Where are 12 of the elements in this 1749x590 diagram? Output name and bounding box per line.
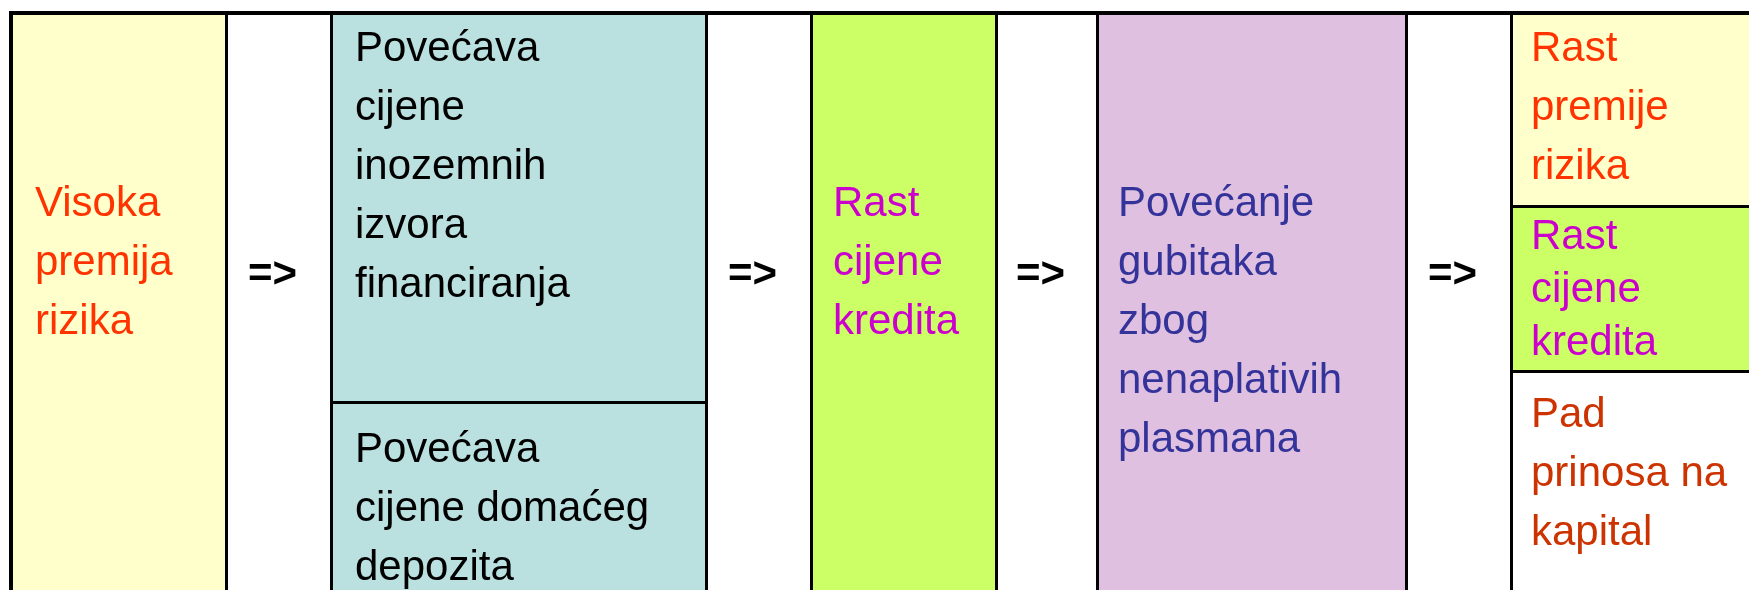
- step-cell: Pad prinosa na kapital: [1513, 373, 1749, 590]
- step-cell: Visoka premija rizika: [13, 15, 225, 590]
- step-cell: Rast premije rizika: [1513, 15, 1749, 205]
- arrow-sign: =>: [228, 15, 330, 590]
- step-cell: Povećava cijene inozemnih izvora financiranja: [333, 15, 705, 401]
- step-cell: Povećanje gubitaka zbog nenaplativih plasmana: [1099, 15, 1405, 590]
- arrow-sign: =>: [1408, 15, 1510, 590]
- step-cell: Rast cijene kredita: [1513, 208, 1749, 370]
- arrow-sign: =>: [998, 15, 1096, 590]
- arrow-sign: =>: [708, 15, 810, 590]
- step-cell: Povećava cijene domaćeg depozita: [333, 404, 705, 590]
- step-cell: Rast cijene kredita: [813, 15, 995, 590]
